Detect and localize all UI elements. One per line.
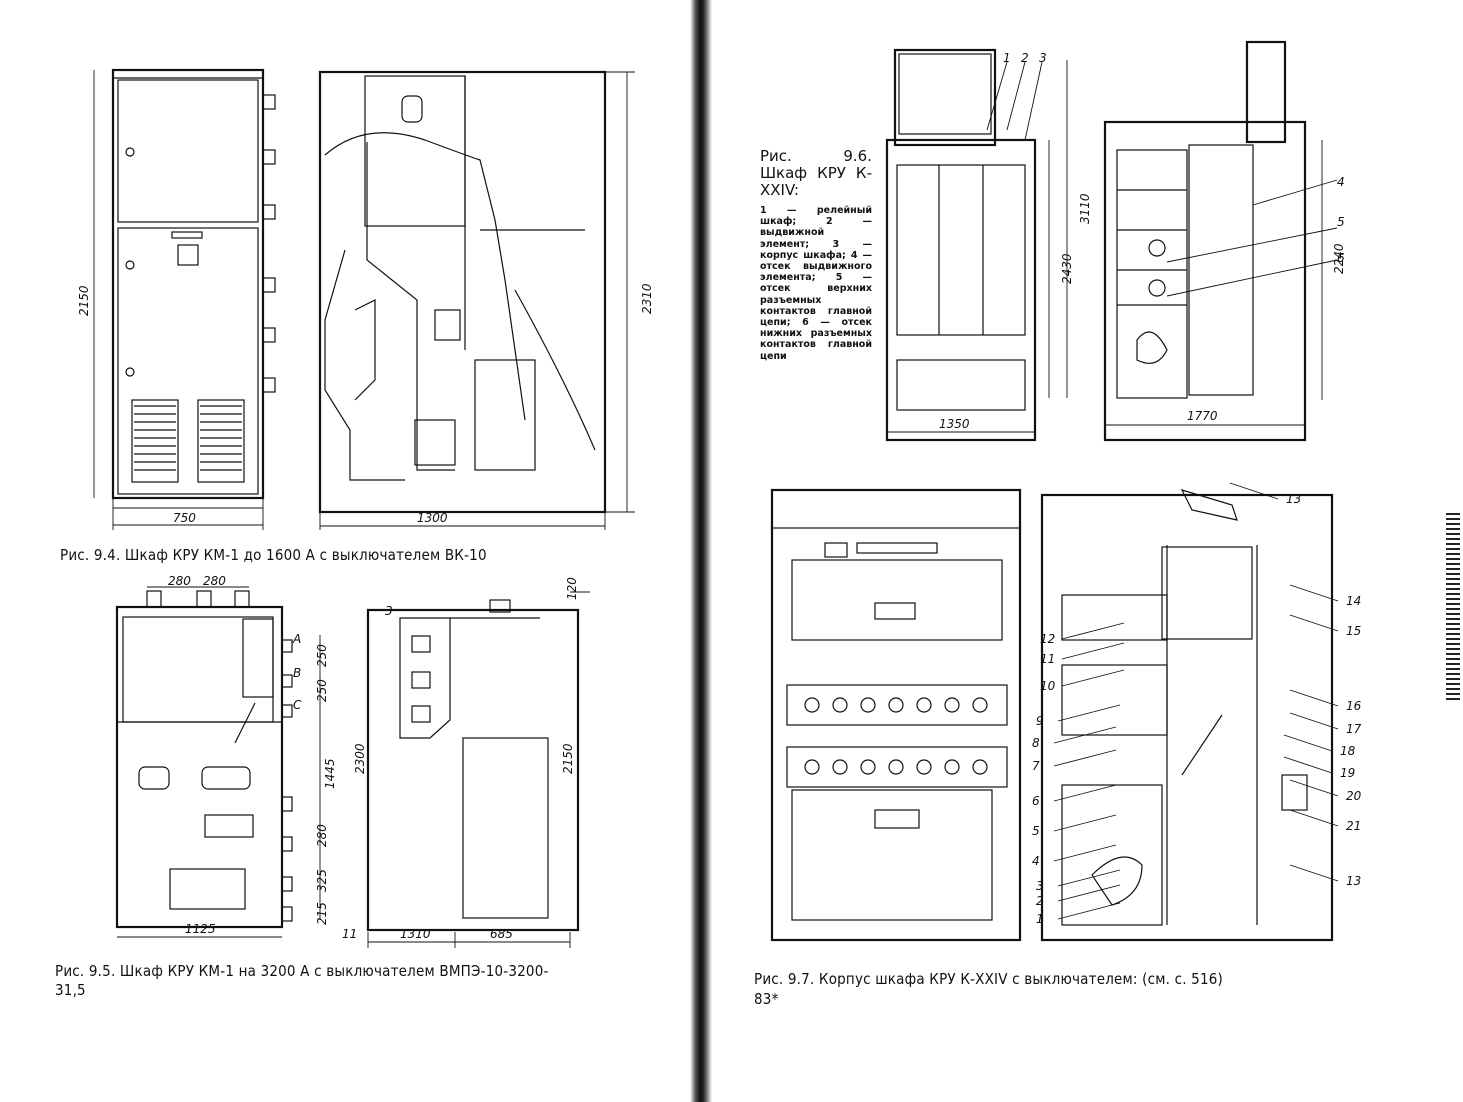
fig-9-5-caption-line1: Рис. 9.5. Шкаф КРУ КМ-1 на 3200 А с выкл… [55,962,549,980]
dim-750: 750 [173,511,196,525]
fig-9-7-callout: 11 [1040,652,1055,666]
fig-9-7-callout: 5 [1032,824,1040,838]
dim-2430: 2430 [1060,253,1074,284]
busbar-bolt [916,697,932,713]
fig-9-6-legend: 1 — релейный шкаф; 2 — выдвижной элемент… [760,205,872,362]
dim-11: 11 [342,927,357,941]
busbar-bolt [888,759,904,775]
fig-9-7-callout: 2 [1036,894,1044,908]
fig-9-7-callout: 14 [1346,594,1361,608]
fig-9-7-caption-line2: 83* [754,990,779,1008]
dim-2240: 2240 [1332,243,1346,274]
busbar-bolt [972,697,988,713]
fig-9-7-callout: 21 [1346,819,1361,833]
book-gutter [690,0,712,1102]
dim-280-a: 280 [168,574,191,588]
fig-9-6-side-view: 4 5 6 2240 1770 [1103,40,1346,442]
busbar-bolt [916,759,932,775]
fig-9-7-callout: 17 [1346,722,1362,736]
fig-9-6-front-view: 1 2 3 2430 3110 1350 [885,48,1092,442]
fig-9-6-label-6: 6 [1337,251,1345,265]
pin-a: А [292,632,301,646]
fig-9-6-label-5: 5 [1337,215,1345,229]
fig-9-6-label-4: 4 [1337,175,1345,189]
dim-325: 325 [315,869,329,892]
fig-9-7-callout: 19 [1340,766,1355,780]
left-page: 2150 750 2310 1300 Рис. 9.4. Шкаф КРУ КМ… [0,0,690,1102]
busbar-bolt [944,759,960,775]
dim-3: 3 [385,604,393,618]
busbar-bolt [972,759,988,775]
dim-2150-b: 2150 [561,743,575,774]
busbar-bolt [804,759,820,775]
fig-9-5-caption-line2: 31,5 [55,981,86,999]
fig-9-4-side-view: 2310 1300 [318,70,654,530]
fig-9-7-callout: 7 [1032,759,1040,773]
fig-9-5-side-view: 3 120 2300 2150 11 1310 685 [342,577,590,948]
fig-9-7-callout: 13 [1286,492,1301,506]
dim-120: 120 [565,577,579,600]
dim-1350: 1350 [939,417,970,431]
fig-9-6-title: Рис. 9.6. Шкаф КРУ К-XXIV: [760,147,872,199]
dim-3110: 3110 [1078,193,1092,224]
fig-9-7-callout: 4 [1032,854,1040,868]
busbar-bolt [888,697,904,713]
dim-1310: 1310 [400,927,431,941]
dim-2300: 2300 [353,743,367,774]
dim-1125: 1125 [185,922,216,936]
dim-1770: 1770 [1187,409,1218,423]
busbar-bolt [944,697,960,713]
dim-250-b: 250 [315,679,329,702]
busbar-bolt [860,697,876,713]
fig-9-7-callout: 12 [1040,632,1055,646]
dim-280-b: 280 [203,574,226,588]
busbar-bolt [860,759,876,775]
fig-9-7-callout: 1 [1036,912,1044,926]
busbar-bolt [832,759,848,775]
dim-685: 685 [490,927,513,941]
pin-b: В [293,666,301,680]
pin-c: С [293,698,302,712]
dim-2310: 2310 [640,283,654,314]
fig-9-4-caption: Рис. 9.4. Шкаф КРУ КМ-1 до 1600 А с выкл… [60,546,487,564]
fig-9-7-callout: 15 [1346,624,1361,638]
fig-9-7-callout: 18 [1340,744,1356,758]
fig-9-7-callout: 9 [1036,714,1044,728]
fig-9-7-callout: 3 [1036,879,1044,893]
fig-9-7-caption-line1: Рис. 9.7. Корпус шкафа КРУ К-XXIV с выкл… [754,970,1223,988]
fig-9-5-front-view: 280 280 А В С 250 250 1445 280 325 215 1… [115,574,337,938]
fig-9-4-front-view: 2150 750 [77,68,276,530]
dim-280-c: 280 [315,824,329,847]
fig-9-7-callout: 8 [1032,736,1040,750]
fig-9-6-label-3: 3 [1039,51,1047,65]
fig-9-7-callout: 20 [1346,789,1362,803]
dim-1300: 1300 [417,511,448,525]
fig-9-6-label-2: 2 [1021,51,1029,65]
busbar-bolt [832,697,848,713]
fig-9-7-callout: 10 [1040,679,1056,693]
page-edge-marks [1446,510,1460,700]
dim-250-a: 250 [315,644,329,667]
dim-215: 215 [315,902,329,925]
dim-1445: 1445 [323,758,337,789]
fig-9-6-label-1: 1 [1003,51,1011,65]
fig-9-7-front-view [770,488,1022,942]
fig-9-7-callout: 16 [1346,699,1362,713]
right-page: Рис. 9.6. Шкаф КРУ К-XXIV: 1 — релейный … [712,0,1463,1102]
dim-2150: 2150 [77,285,91,316]
busbar-bolt [804,697,820,713]
fig-9-7-callout: 13 [1346,874,1361,888]
fig-9-7-callout: 6 [1032,794,1040,808]
